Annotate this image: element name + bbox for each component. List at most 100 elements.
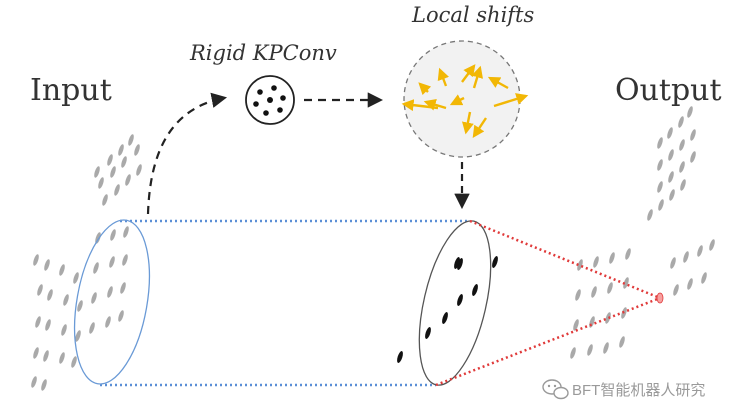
- input-point: [59, 352, 65, 364]
- output-point: [656, 292, 664, 304]
- input-point: [114, 184, 120, 196]
- output-point: [690, 129, 696, 141]
- input-point: [118, 144, 124, 156]
- output-point: [607, 282, 613, 294]
- shift-arrow: [493, 93, 529, 108]
- output-point: [658, 199, 664, 211]
- input-point: [71, 356, 77, 368]
- kernel-point: [472, 284, 478, 296]
- input-point: [105, 316, 111, 328]
- input-point: [109, 256, 115, 268]
- output-point: [657, 159, 663, 171]
- input-point: [93, 262, 99, 274]
- input-label: Input: [30, 73, 112, 108]
- rigid-kpconv-label: Rigid KPConv: [189, 41, 337, 65]
- input-point: [136, 164, 142, 176]
- output-point: [623, 277, 629, 289]
- output-point: [668, 171, 674, 183]
- kernel-point: [457, 258, 463, 270]
- input-point: [125, 174, 131, 186]
- input-point: [77, 300, 83, 312]
- input-point: [41, 379, 47, 391]
- input-point: [59, 264, 65, 276]
- input-point: [123, 226, 129, 238]
- watermark: BFT智能机器人研究: [542, 379, 705, 400]
- output-point: [609, 252, 615, 264]
- input-point: [33, 254, 39, 266]
- output-point: [591, 286, 597, 298]
- kernel-point: [457, 294, 463, 306]
- output-point: [701, 272, 707, 284]
- output-point: [679, 139, 685, 151]
- output-point: [657, 181, 663, 193]
- input-point: [134, 144, 140, 156]
- input-to-kpconv-arrow: [146, 92, 228, 215]
- wechat-logo-icon: [542, 379, 569, 400]
- output-point: [678, 116, 684, 128]
- kernel-point: [492, 256, 498, 268]
- input-point: [61, 324, 67, 336]
- input-point: [43, 350, 49, 362]
- input-point: [91, 292, 97, 304]
- cone-bottom-edge: [435, 296, 661, 387]
- shift-arrow: [437, 67, 449, 87]
- output-point: [575, 289, 581, 301]
- output-point: [605, 312, 611, 324]
- output-point: [577, 259, 583, 271]
- input-point: [35, 316, 41, 328]
- cone-top-edge: [469, 219, 661, 300]
- deformed-kernel-points: [397, 256, 498, 363]
- output-point: [647, 209, 653, 221]
- input-point: [107, 154, 113, 166]
- output-point: [690, 151, 696, 163]
- input-point: [89, 322, 95, 334]
- input-point: [128, 134, 134, 146]
- output-point: [593, 256, 599, 268]
- shift-arrow: [449, 94, 465, 106]
- input-point: [98, 177, 104, 189]
- output-point: [573, 319, 579, 331]
- output-point: [679, 161, 685, 173]
- output-point: [670, 257, 676, 269]
- output-point: [587, 344, 593, 356]
- output-point-cloud: [570, 106, 715, 359]
- kernel-point: [397, 351, 403, 363]
- input-point: [122, 254, 128, 266]
- output-point: [603, 342, 609, 354]
- input-point: [120, 282, 126, 294]
- local-shifts-icon: [401, 40, 529, 158]
- kernel-point: [425, 327, 431, 339]
- output-point: [709, 239, 715, 251]
- shift-arrow: [418, 82, 432, 96]
- shift-arrow: [471, 65, 483, 89]
- kernel-point: [442, 312, 448, 324]
- shift-arrow: [472, 117, 487, 138]
- local-shifts-label: Local shifts: [411, 3, 534, 27]
- input-point: [63, 294, 69, 306]
- shift-arrow: [487, 76, 509, 90]
- input-point: [37, 284, 43, 296]
- input-point: [75, 330, 81, 342]
- output-point: [697, 245, 703, 257]
- input-point: [110, 229, 116, 241]
- shift-arrow: [423, 99, 447, 111]
- input-point-cloud: [31, 134, 142, 391]
- output-point: [625, 248, 631, 260]
- input-point: [107, 286, 113, 298]
- watermark-text: BFT智能机器人研究: [572, 381, 705, 399]
- output-point: [667, 127, 673, 139]
- input-point: [102, 194, 108, 206]
- output-point: [619, 336, 625, 348]
- output-point: [680, 179, 686, 191]
- output-point: [669, 189, 675, 201]
- kernel-points-icon: [245, 75, 295, 125]
- input-point: [118, 310, 124, 322]
- input-point: [95, 232, 101, 244]
- output-point: [657, 137, 663, 149]
- input-point: [31, 376, 37, 388]
- shift-arrow: [401, 99, 439, 112]
- input-point: [45, 319, 51, 331]
- input-point: [110, 166, 116, 178]
- input-point: [44, 259, 50, 271]
